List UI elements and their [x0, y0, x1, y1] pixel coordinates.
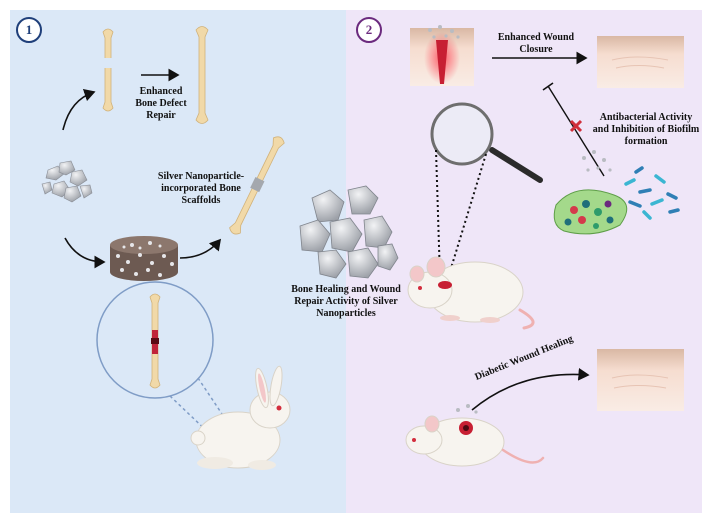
label-line: Nanoparticles: [316, 308, 376, 319]
label-wound-closure: Enhanced Wound Closure: [496, 32, 576, 56]
open-wound-icon: [410, 25, 474, 86]
label-line: Bone Defect: [135, 98, 187, 109]
label-line: Enhanced: [139, 86, 183, 97]
label-line: Antibacterial Activity: [599, 112, 693, 123]
label-line: incorporated Bone: [161, 183, 241, 194]
biofilm-icon: [553, 189, 628, 235]
rabbit-icon: [190, 365, 291, 470]
label-scaffolds: Silver Nanoparticle- incorporated Bone S…: [146, 171, 256, 207]
rat-wound-model-icon: [407, 256, 535, 330]
arrow-diabetic: [471, 367, 590, 411]
label-line: Repair Activity of Silver: [294, 296, 398, 307]
label-line: Repair: [146, 110, 176, 121]
healed-skin-icon: [597, 36, 684, 88]
label-line: Bone Healing and Wound: [291, 284, 401, 295]
step-badge-2: 2: [356, 17, 382, 43]
silver-nanoparticles-icon: [299, 185, 399, 279]
label-center-title: Bone Healing and Wound Repair Activity o…: [283, 284, 409, 320]
healed-bone-icon: [195, 26, 209, 124]
label-line: formation: [624, 136, 668, 147]
broken-bone-icon: [100, 28, 116, 112]
diabetic-mouse-icon: [405, 404, 545, 467]
wound-healing-panel: [346, 10, 702, 513]
diabetic-healed-skin-icon: [597, 349, 684, 411]
defect-bone-icon: [149, 293, 161, 389]
step-badge-1: 1: [16, 17, 42, 43]
bacteria-icon: [624, 166, 680, 220]
label-bone-defect-repair: Enhanced Bone Defect Repair: [126, 86, 196, 122]
label-line: Silver Nanoparticle-: [157, 171, 245, 182]
inhibition-line: [547, 85, 605, 177]
magnifying-glass-icon: [430, 102, 543, 183]
arrow-up-curve: [62, 88, 96, 131]
scaffold-bone-icon: [229, 136, 285, 235]
arrow-scaffold-bone: [179, 238, 222, 259]
bone-scaffold-icon: [110, 236, 178, 281]
nanoparticle-cluster-icon: [41, 160, 93, 203]
label-antibacterial: Antibacterial Activity and Inhibition of…: [584, 112, 708, 148]
cross-icon: [569, 119, 583, 133]
arrow-down-curve: [64, 237, 106, 269]
label-line: Closure: [519, 44, 553, 55]
label-line: Scaffolds: [181, 195, 221, 206]
label-line: and Inhibition of Biofilm: [592, 124, 700, 135]
label-line: Enhanced Wound: [497, 32, 575, 43]
